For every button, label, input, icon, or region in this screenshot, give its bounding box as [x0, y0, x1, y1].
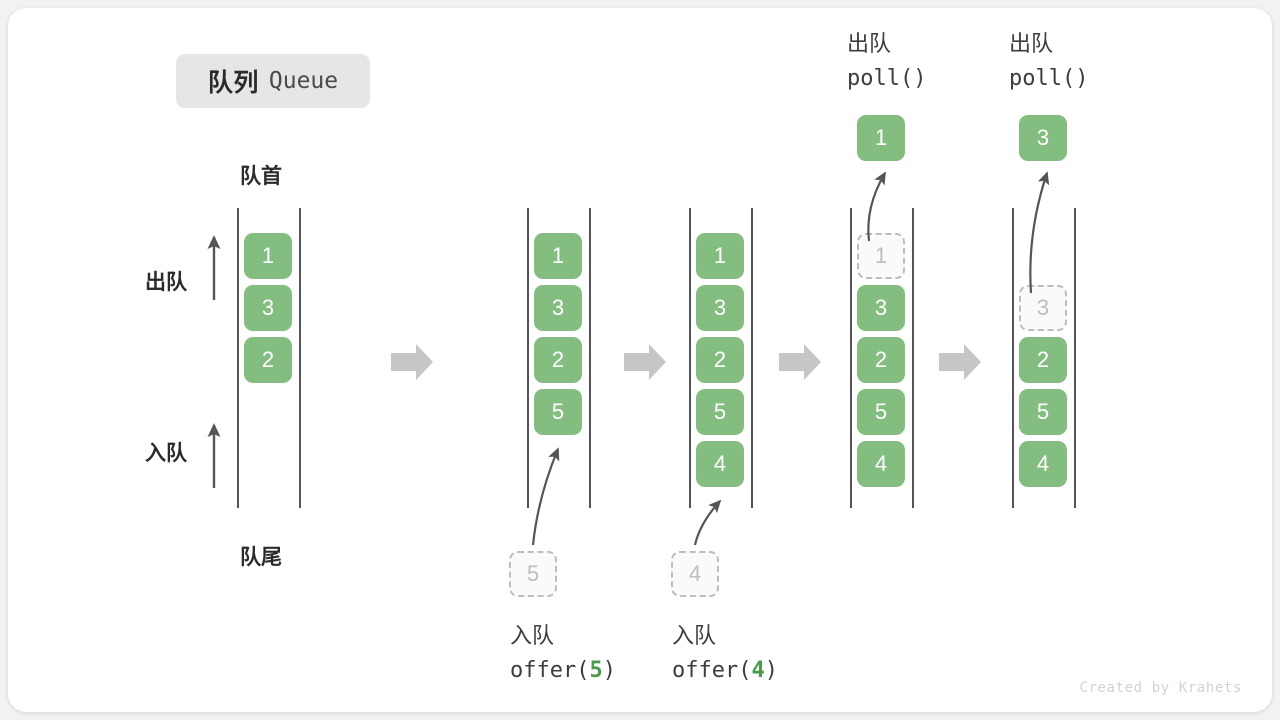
queue-element: 1: [696, 233, 744, 279]
title-badge: 队列 Queue: [176, 54, 370, 108]
incoming-element-ghost: 4: [671, 551, 719, 597]
queue-element: 2: [534, 337, 582, 383]
queue-rail: [751, 208, 753, 508]
push-motion-arrow: [693, 499, 722, 546]
step-transition-arrow: [624, 344, 666, 380]
push-motion-arrow: [531, 447, 560, 546]
queue-element: 5: [696, 389, 744, 435]
pop-motion-arrow: [867, 171, 886, 242]
queue-element: 5: [1019, 389, 1067, 435]
queue-rail: [527, 208, 529, 508]
step-transition-arrow: [939, 344, 981, 380]
queue-element-ghost: 3: [1019, 285, 1067, 331]
step-transition-arrow: [391, 344, 433, 380]
queue-element: 4: [1019, 441, 1067, 487]
queue-rail: [689, 208, 691, 508]
queue-element: 3: [857, 285, 905, 331]
queue-element: 3: [696, 285, 744, 331]
step-transition-arrow: [779, 344, 821, 380]
queue-element: 3: [244, 285, 292, 331]
title-english: Queue: [268, 68, 339, 94]
queue-rail: [237, 208, 239, 508]
footer-credit: Created by Krahets: [1079, 680, 1242, 696]
queue-rail: [589, 208, 591, 508]
queue-rail: [1012, 208, 1014, 508]
queue-element: 4: [857, 441, 905, 487]
queue-element: 2: [696, 337, 744, 383]
queue-element-ghost: 1: [857, 233, 905, 279]
offer-argument: 4: [751, 658, 765, 683]
queue-element: 5: [534, 389, 582, 435]
queue-tail-label: 队尾: [240, 546, 282, 569]
queue-element: 2: [244, 337, 292, 383]
overlay-graphics: [207, 171, 1050, 546]
queue-element: 5: [857, 389, 905, 435]
queue-rail: [299, 208, 301, 508]
dequeue-direction-label: 出队: [145, 271, 187, 294]
queue-element: 2: [857, 337, 905, 383]
enqueue-direction-label: 入队: [145, 442, 187, 465]
queue-rail: [912, 208, 914, 508]
popped-element: 1: [857, 115, 905, 161]
queue-rail: [850, 208, 852, 508]
title-chinese: 队列: [207, 69, 259, 97]
queue-rail: [1074, 208, 1076, 508]
queue-element: 1: [244, 233, 292, 279]
popped-element: 3: [1019, 115, 1067, 161]
offer-argument: 5: [589, 658, 603, 683]
queue-element: 2: [1019, 337, 1067, 383]
queue-element: 3: [534, 285, 582, 331]
pop-motion-arrow: [1029, 171, 1050, 294]
incoming-element-ghost: 5: [509, 551, 557, 597]
queue-element: 1: [534, 233, 582, 279]
queue-element: 4: [696, 441, 744, 487]
queue-head-label: 队首: [240, 165, 282, 188]
